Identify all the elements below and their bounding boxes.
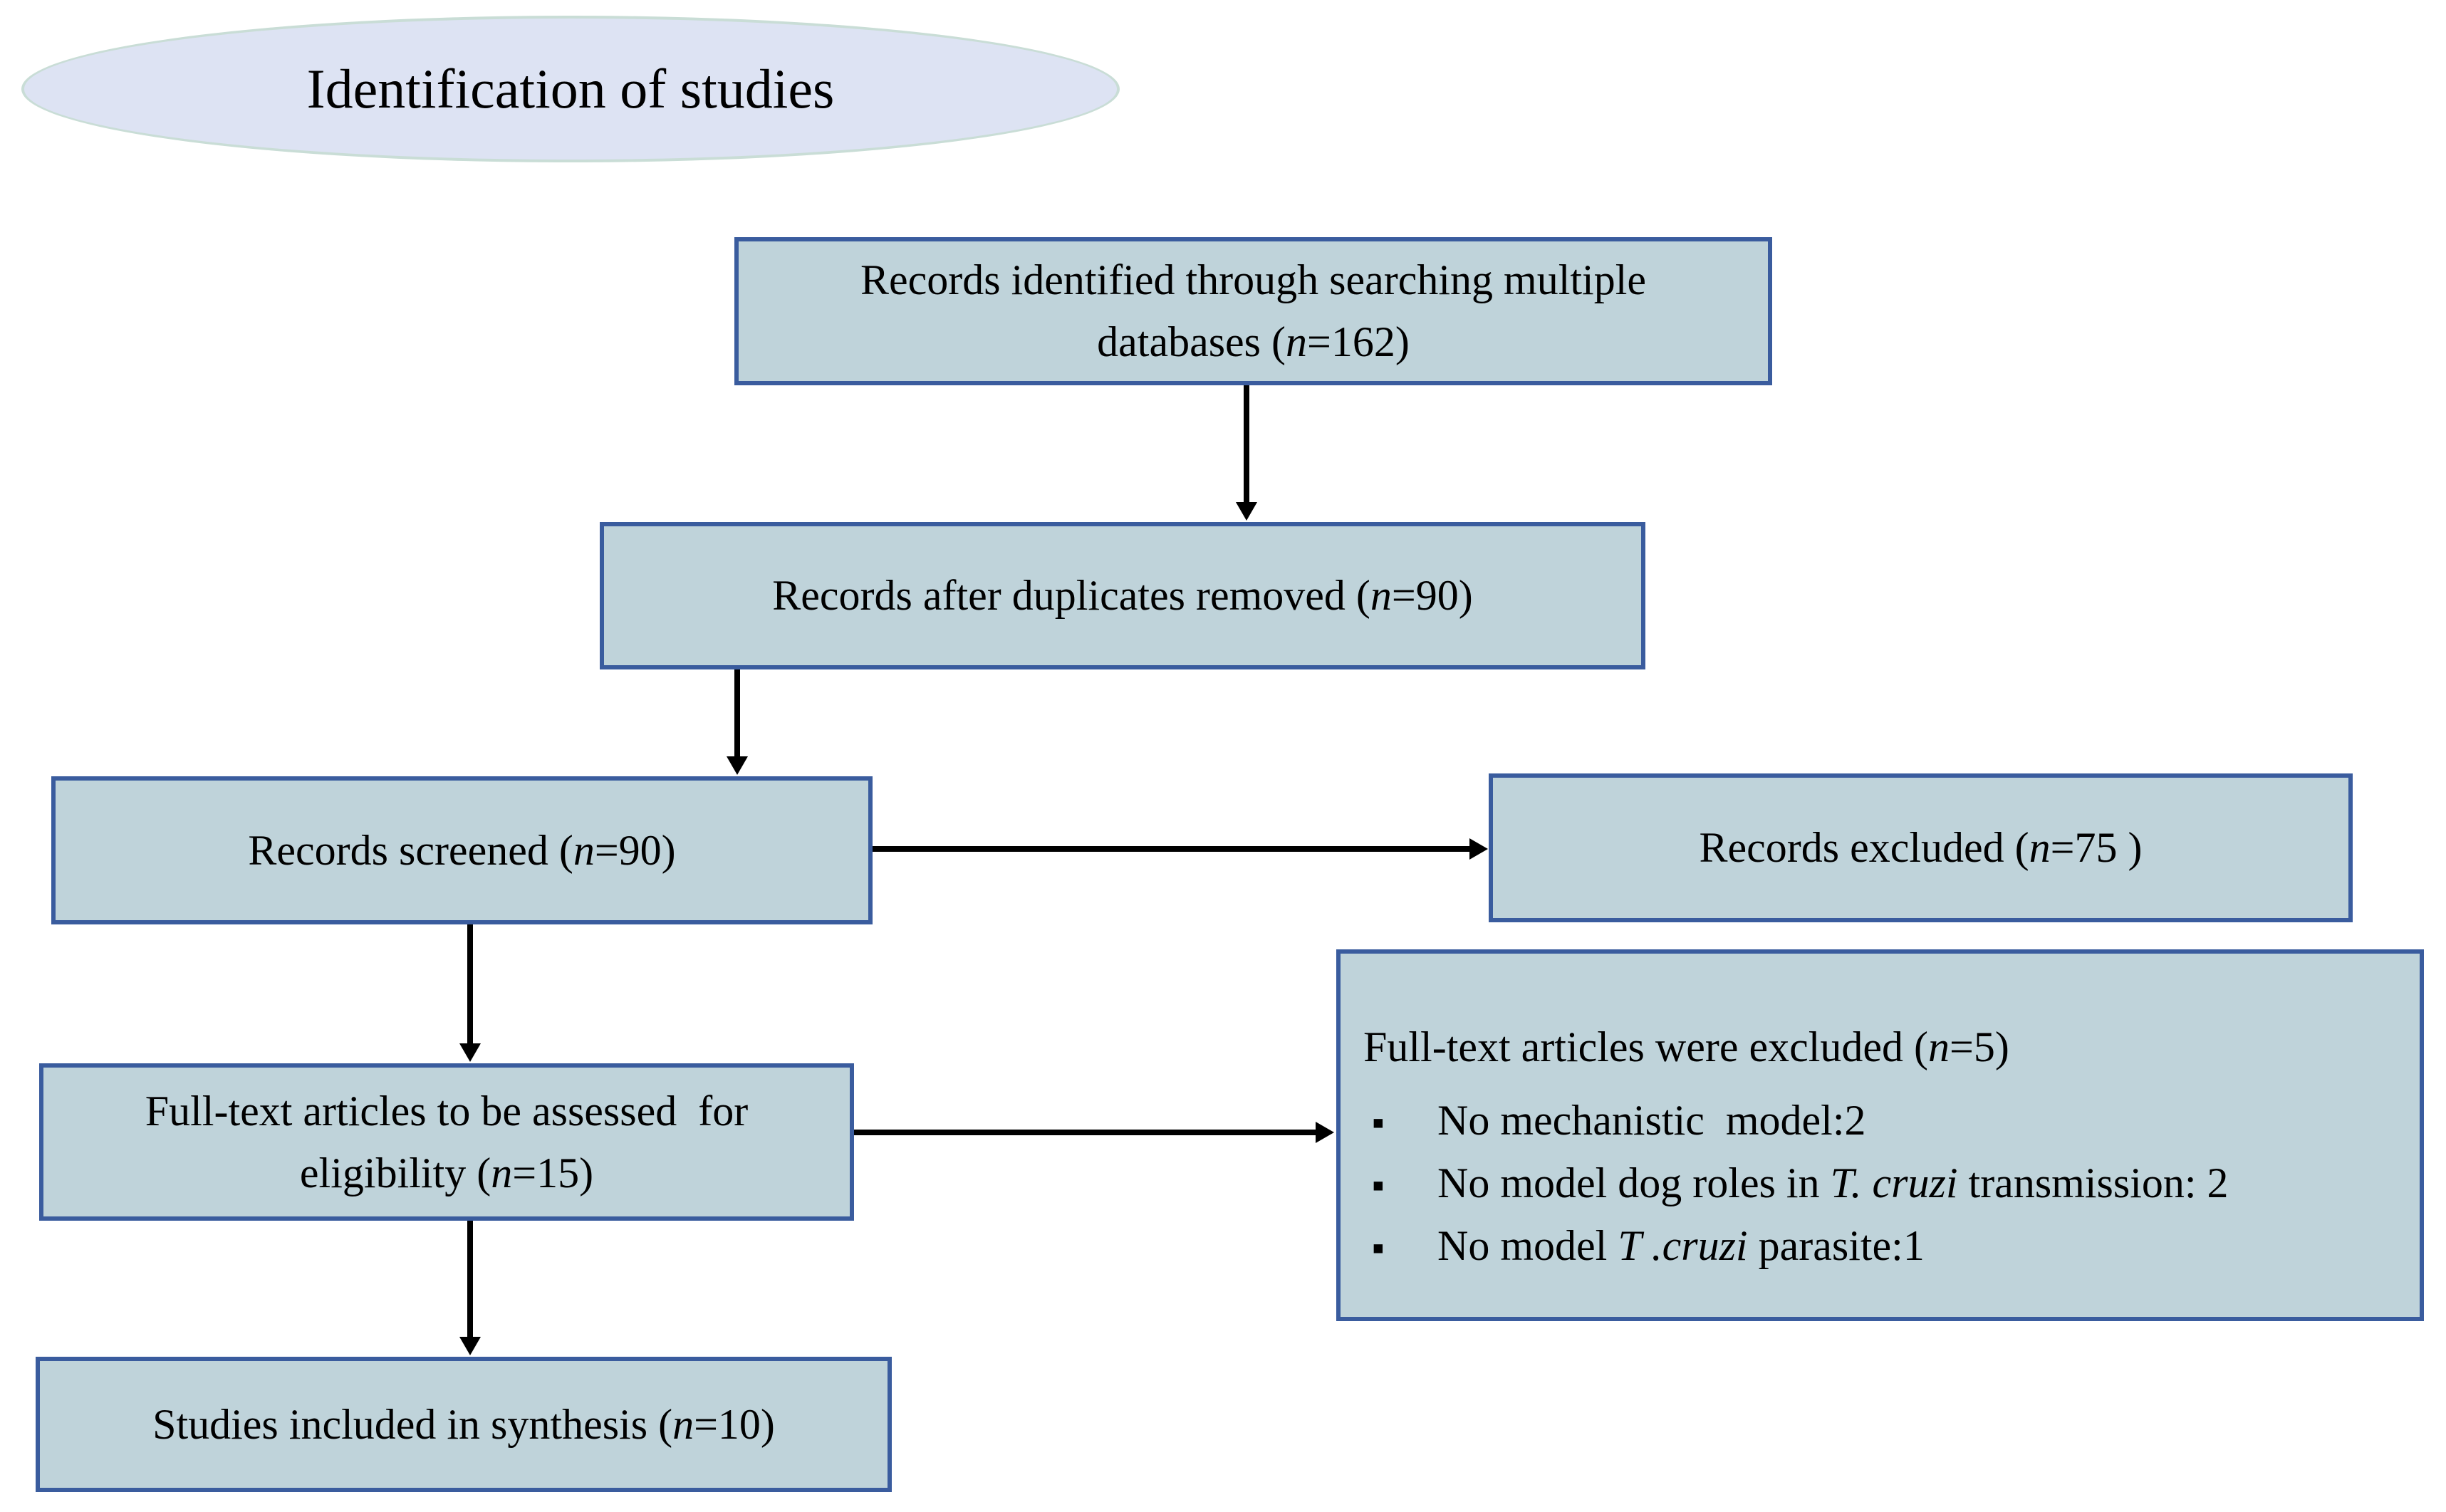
arrow-screened-to-excluded-head (1469, 838, 1488, 860)
arrow-screened-to-fulltext-head (459, 1043, 481, 1062)
title-ellipse: Identification of studies (21, 16, 1120, 162)
arrow-identified-to-duplicates-line (1244, 385, 1249, 505)
arrow-fulltext-to-included-head (459, 1337, 481, 1355)
box-records-identified: Records identified through searching mul… (734, 237, 1772, 385)
box-studies-included-text: Studies included in synthesis (n=10) (152, 1400, 775, 1448)
box-fulltext-excluded: Full-text articles were excluded (n=5) ▪… (1336, 949, 2424, 1321)
exclusion-reason-row: ▪ No mechanistic model:2 (1363, 1090, 2403, 1152)
box-records-identified-text: Records identified through searching mul… (860, 256, 1647, 365)
box-records-screened-text: Records screened (n=90) (248, 826, 676, 874)
exclusion-reason-text: No mechanistic model:2 (1437, 1097, 1866, 1144)
square-bullet-icon: ▪ (1372, 1102, 1385, 1142)
square-bullet-icon: ▪ (1372, 1165, 1385, 1205)
arrow-fulltext-to-exclusions-line (854, 1130, 1317, 1135)
exclusion-reason-text: No model T .cruzi parasite:1 (1437, 1222, 1925, 1269)
box-records-excluded: Records excluded (n=75 ) (1489, 773, 2353, 922)
arrow-duplicates-to-screened-line (734, 669, 740, 759)
arrow-fulltext-to-exclusions-head (1316, 1122, 1334, 1143)
square-bullet-icon: ▪ (1372, 1228, 1385, 1268)
exclusion-reason-row: ▪ No model T .cruzi parasite:1 (1363, 1215, 2403, 1278)
box-records-after-duplicates-text: Records after duplicates removed (n=90) (772, 572, 1473, 619)
arrow-identified-to-duplicates-head (1236, 502, 1257, 521)
exclusion-reason-text: No model dog roles in T. cruzi transmiss… (1437, 1159, 2229, 1206)
box-fulltext-excluded-header: Full-text articles were excluded (n=5) (1363, 1023, 2009, 1070)
box-studies-included: Studies included in synthesis (n=10) (36, 1357, 892, 1492)
exclusion-reason-row: ▪ No model dog roles in T. cruzi transmi… (1363, 1152, 2403, 1215)
box-records-screened: Records screened (n=90) (51, 776, 873, 924)
arrow-screened-to-excluded-line (873, 846, 1471, 852)
diagram-title: Identification of studies (306, 58, 835, 120)
arrow-fulltext-to-included-line (467, 1221, 473, 1339)
box-records-after-duplicates: Records after duplicates removed (n=90) (600, 522, 1645, 669)
arrow-screened-to-fulltext-line (467, 924, 473, 1046)
arrow-duplicates-to-screened-head (727, 756, 748, 775)
box-records-excluded-text: Records excluded (n=75 ) (1699, 824, 2143, 871)
